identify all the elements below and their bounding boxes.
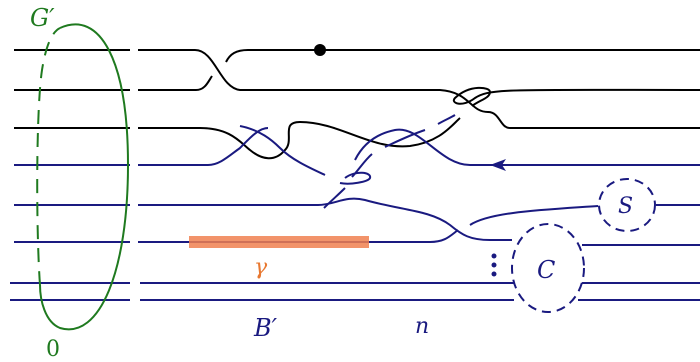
navy-strand-6 <box>138 229 459 243</box>
b-prime-label: B′ <box>253 314 278 342</box>
g-prime-circle <box>36 23 130 331</box>
s-label: S <box>618 194 633 219</box>
c-circle <box>511 223 585 313</box>
black-strand-2a <box>138 75 213 91</box>
black-strand-3 <box>138 117 461 160</box>
n-label: n <box>415 314 429 339</box>
navy-strand-4 <box>138 127 269 166</box>
navy-strands <box>138 114 700 301</box>
orientation-arrow <box>490 159 506 171</box>
navy-strand-4b <box>239 125 326 176</box>
marked-point <box>314 44 326 56</box>
g-prime-label: G′ <box>30 4 55 32</box>
c-label: C <box>537 256 555 284</box>
navy-strand-5 <box>138 197 512 241</box>
zero-label: 0 <box>46 337 60 362</box>
ellipsis-dots <box>491 253 497 277</box>
gamma-band <box>189 236 369 248</box>
black-strand-1 <box>138 49 700 129</box>
g-prime-back-arc <box>36 27 61 286</box>
left-strand-stubs <box>10 49 130 301</box>
black-strand-2b <box>225 49 700 63</box>
navy-strand-up3 <box>384 129 426 148</box>
gamma-label: γ <box>254 255 268 280</box>
g-prime-front-arc <box>39 23 130 331</box>
black-strand-3b <box>452 86 700 107</box>
black-strands <box>138 49 700 160</box>
s-circle <box>598 178 656 232</box>
navy-strand-up <box>323 187 346 209</box>
navy-strand-up2 <box>351 153 373 178</box>
navy-strand-up4 <box>437 114 456 125</box>
navy-strand-loop <box>354 128 700 166</box>
navy-strand-5-right <box>469 205 599 226</box>
